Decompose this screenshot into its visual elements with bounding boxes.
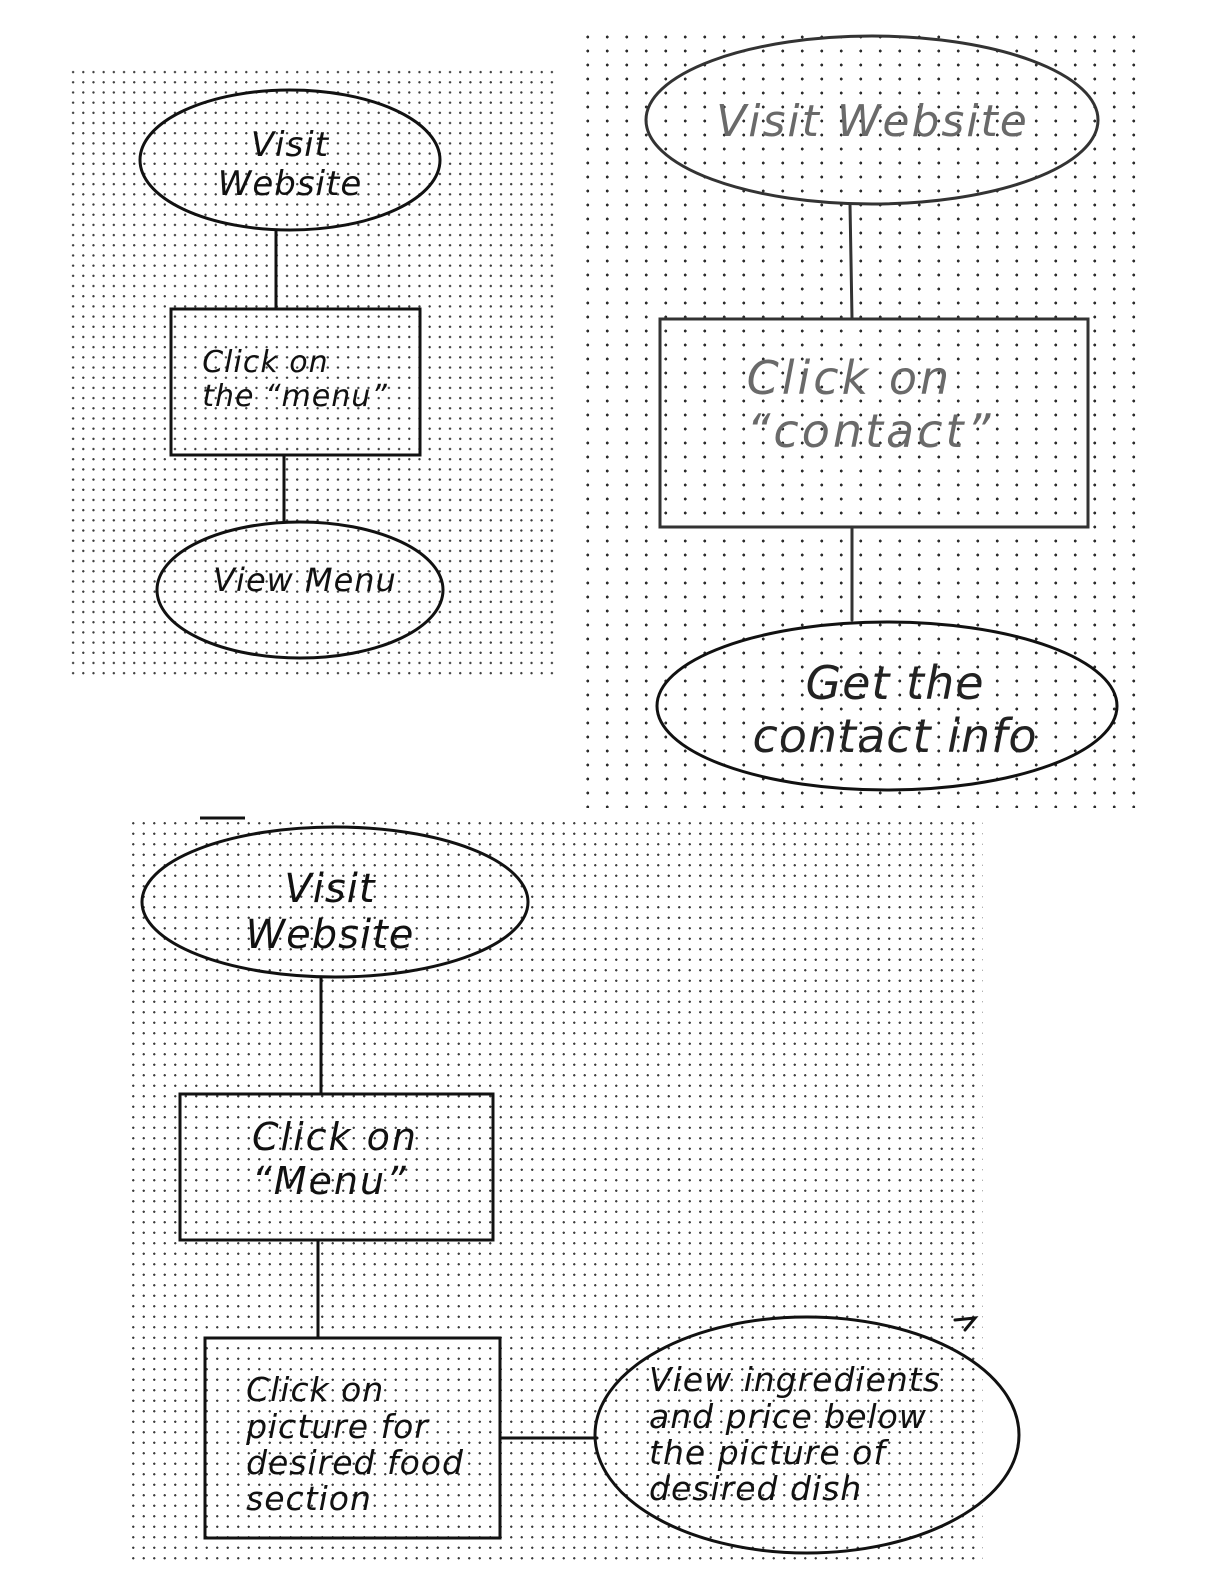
node-view-ingredients-c: View ingredients and price below the pic… — [615, 1345, 975, 1525]
node-click-menu-c: Click on “Menu” — [190, 1105, 480, 1215]
node-click-picture-c: Click on picture for desired food sectio… — [215, 1355, 495, 1535]
node-label: Click on picture for desired food sectio… — [246, 1370, 464, 1519]
node-label: Visit Website — [245, 866, 415, 958]
node-visit-website-b: Visit Website — [660, 85, 1085, 160]
node-label: Click on “Menu” — [252, 1115, 418, 1203]
node-view-menu-a: View Menu — [175, 545, 435, 615]
node-label: Get the contact info — [752, 656, 1038, 763]
node-label: Click on the “menu” — [202, 344, 388, 414]
node-get-contact-info-b: Get the contact info — [700, 650, 1090, 770]
node-label: Click on “contact” — [746, 351, 994, 458]
node-click-contact-b: Click on “contact” — [670, 335, 1070, 475]
node-label: Visit Website — [716, 96, 1029, 148]
node-click-menu-a: Click on the “menu” — [175, 330, 415, 430]
node-label: Visit Website — [217, 124, 363, 204]
node-label: View Menu — [213, 560, 397, 599]
node-visit-website-a: Visit Website — [150, 120, 430, 210]
node-visit-website-c: Visit Website — [180, 862, 480, 962]
node-label: View ingredients and price below the pic… — [649, 1360, 941, 1509]
